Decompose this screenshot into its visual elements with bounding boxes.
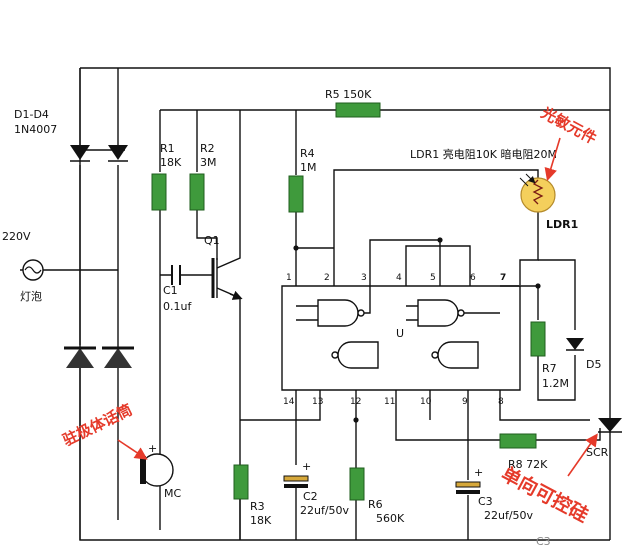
label-r1: R1 [160, 142, 175, 155]
resistor-r3 [233, 464, 249, 500]
label-r6: R6 [368, 498, 383, 511]
pin-1: 1 [286, 273, 292, 283]
label-r5: R5 150K [325, 88, 372, 101]
lamp-icon [22, 259, 44, 281]
pin-6: 6 [470, 273, 476, 283]
bridge-diodes [64, 145, 134, 540]
label-c2-plus: + [302, 460, 311, 473]
pin-14: 14 [283, 397, 295, 407]
label-q1: Q1 [204, 234, 220, 247]
label-lamp: 灯泡 [20, 289, 42, 303]
label-r7: R7 [542, 362, 557, 375]
resistor-r2 [189, 173, 205, 211]
microphone-icon [140, 453, 174, 487]
label-c2: C2 [303, 490, 318, 503]
capacitor-c2 [283, 475, 309, 488]
label-r6-val: 560K [376, 512, 405, 525]
pin-numbers: 1 2 3 4 5 6 7 14 13 12 11 10 9 8 [283, 273, 506, 407]
label-mc: MC [164, 487, 181, 500]
scr-icon [598, 418, 622, 433]
label-mc-plus: + [148, 442, 157, 455]
pin-8: 8 [498, 397, 504, 407]
junctions [293, 237, 541, 423]
label-c3-plus: + [474, 466, 483, 479]
label-r2: R2 [200, 142, 215, 155]
label-ldr: LDR1 [546, 218, 578, 231]
label-c2-val: 22uf/50v [300, 504, 350, 517]
label-ldr-spec: LDR1 亮电阻10K 暗电阻20M [410, 147, 557, 161]
label-c3-val: 22uf/50v [484, 509, 534, 522]
label-220v: 220V [2, 230, 31, 243]
pin-3: 3 [361, 273, 367, 283]
pin-11: 11 [384, 397, 395, 407]
pin-9: 9 [462, 397, 468, 407]
resistor-r1 [151, 173, 167, 211]
wires [20, 67, 611, 541]
label-r3: R3 [250, 500, 265, 513]
diode-d5 [566, 338, 584, 351]
pin-5: 5 [430, 273, 436, 283]
label-scr: SCR [586, 446, 609, 459]
label-r7-val: 1.2M [542, 377, 569, 390]
label-r2-val: 3M [200, 156, 217, 169]
label-c3: C3 [478, 495, 493, 508]
resistor-r5 [335, 102, 381, 118]
label-r4: R4 [300, 147, 315, 160]
pin-10: 10 [420, 397, 432, 407]
label-d5: D5 [586, 358, 601, 371]
label-c3-bottom: C3 [536, 535, 551, 548]
ldr-icon [519, 173, 556, 213]
label-r1-val: 18K [160, 156, 182, 169]
label-c1-val: 0.1uf [163, 300, 192, 313]
pin-4: 4 [396, 273, 402, 283]
nand-gates [317, 299, 479, 369]
resistor-r8 [499, 433, 537, 449]
resistor-r4 [288, 175, 304, 213]
label-r3-val: 18K [250, 514, 272, 527]
capacitor-c1 [171, 265, 181, 285]
label-d1d4: D1-D4 [14, 108, 49, 121]
label-r8: R8 72K [508, 458, 548, 471]
label-r4-val: 1M [300, 161, 317, 174]
annotation-electret-mic: 驻极体话筒 [60, 401, 135, 450]
pin-13: 13 [312, 397, 323, 407]
label-c1: C1 [163, 284, 178, 297]
resistor-r7 [530, 321, 546, 357]
label-chip: U [396, 327, 404, 340]
capacitor-c3 [455, 481, 481, 494]
label-diode-part: 1N4007 [14, 123, 57, 136]
pin-2: 2 [324, 273, 330, 283]
resistor-r6 [349, 467, 365, 501]
pin-12: 12 [350, 397, 361, 407]
pin-7: 7 [500, 273, 506, 283]
